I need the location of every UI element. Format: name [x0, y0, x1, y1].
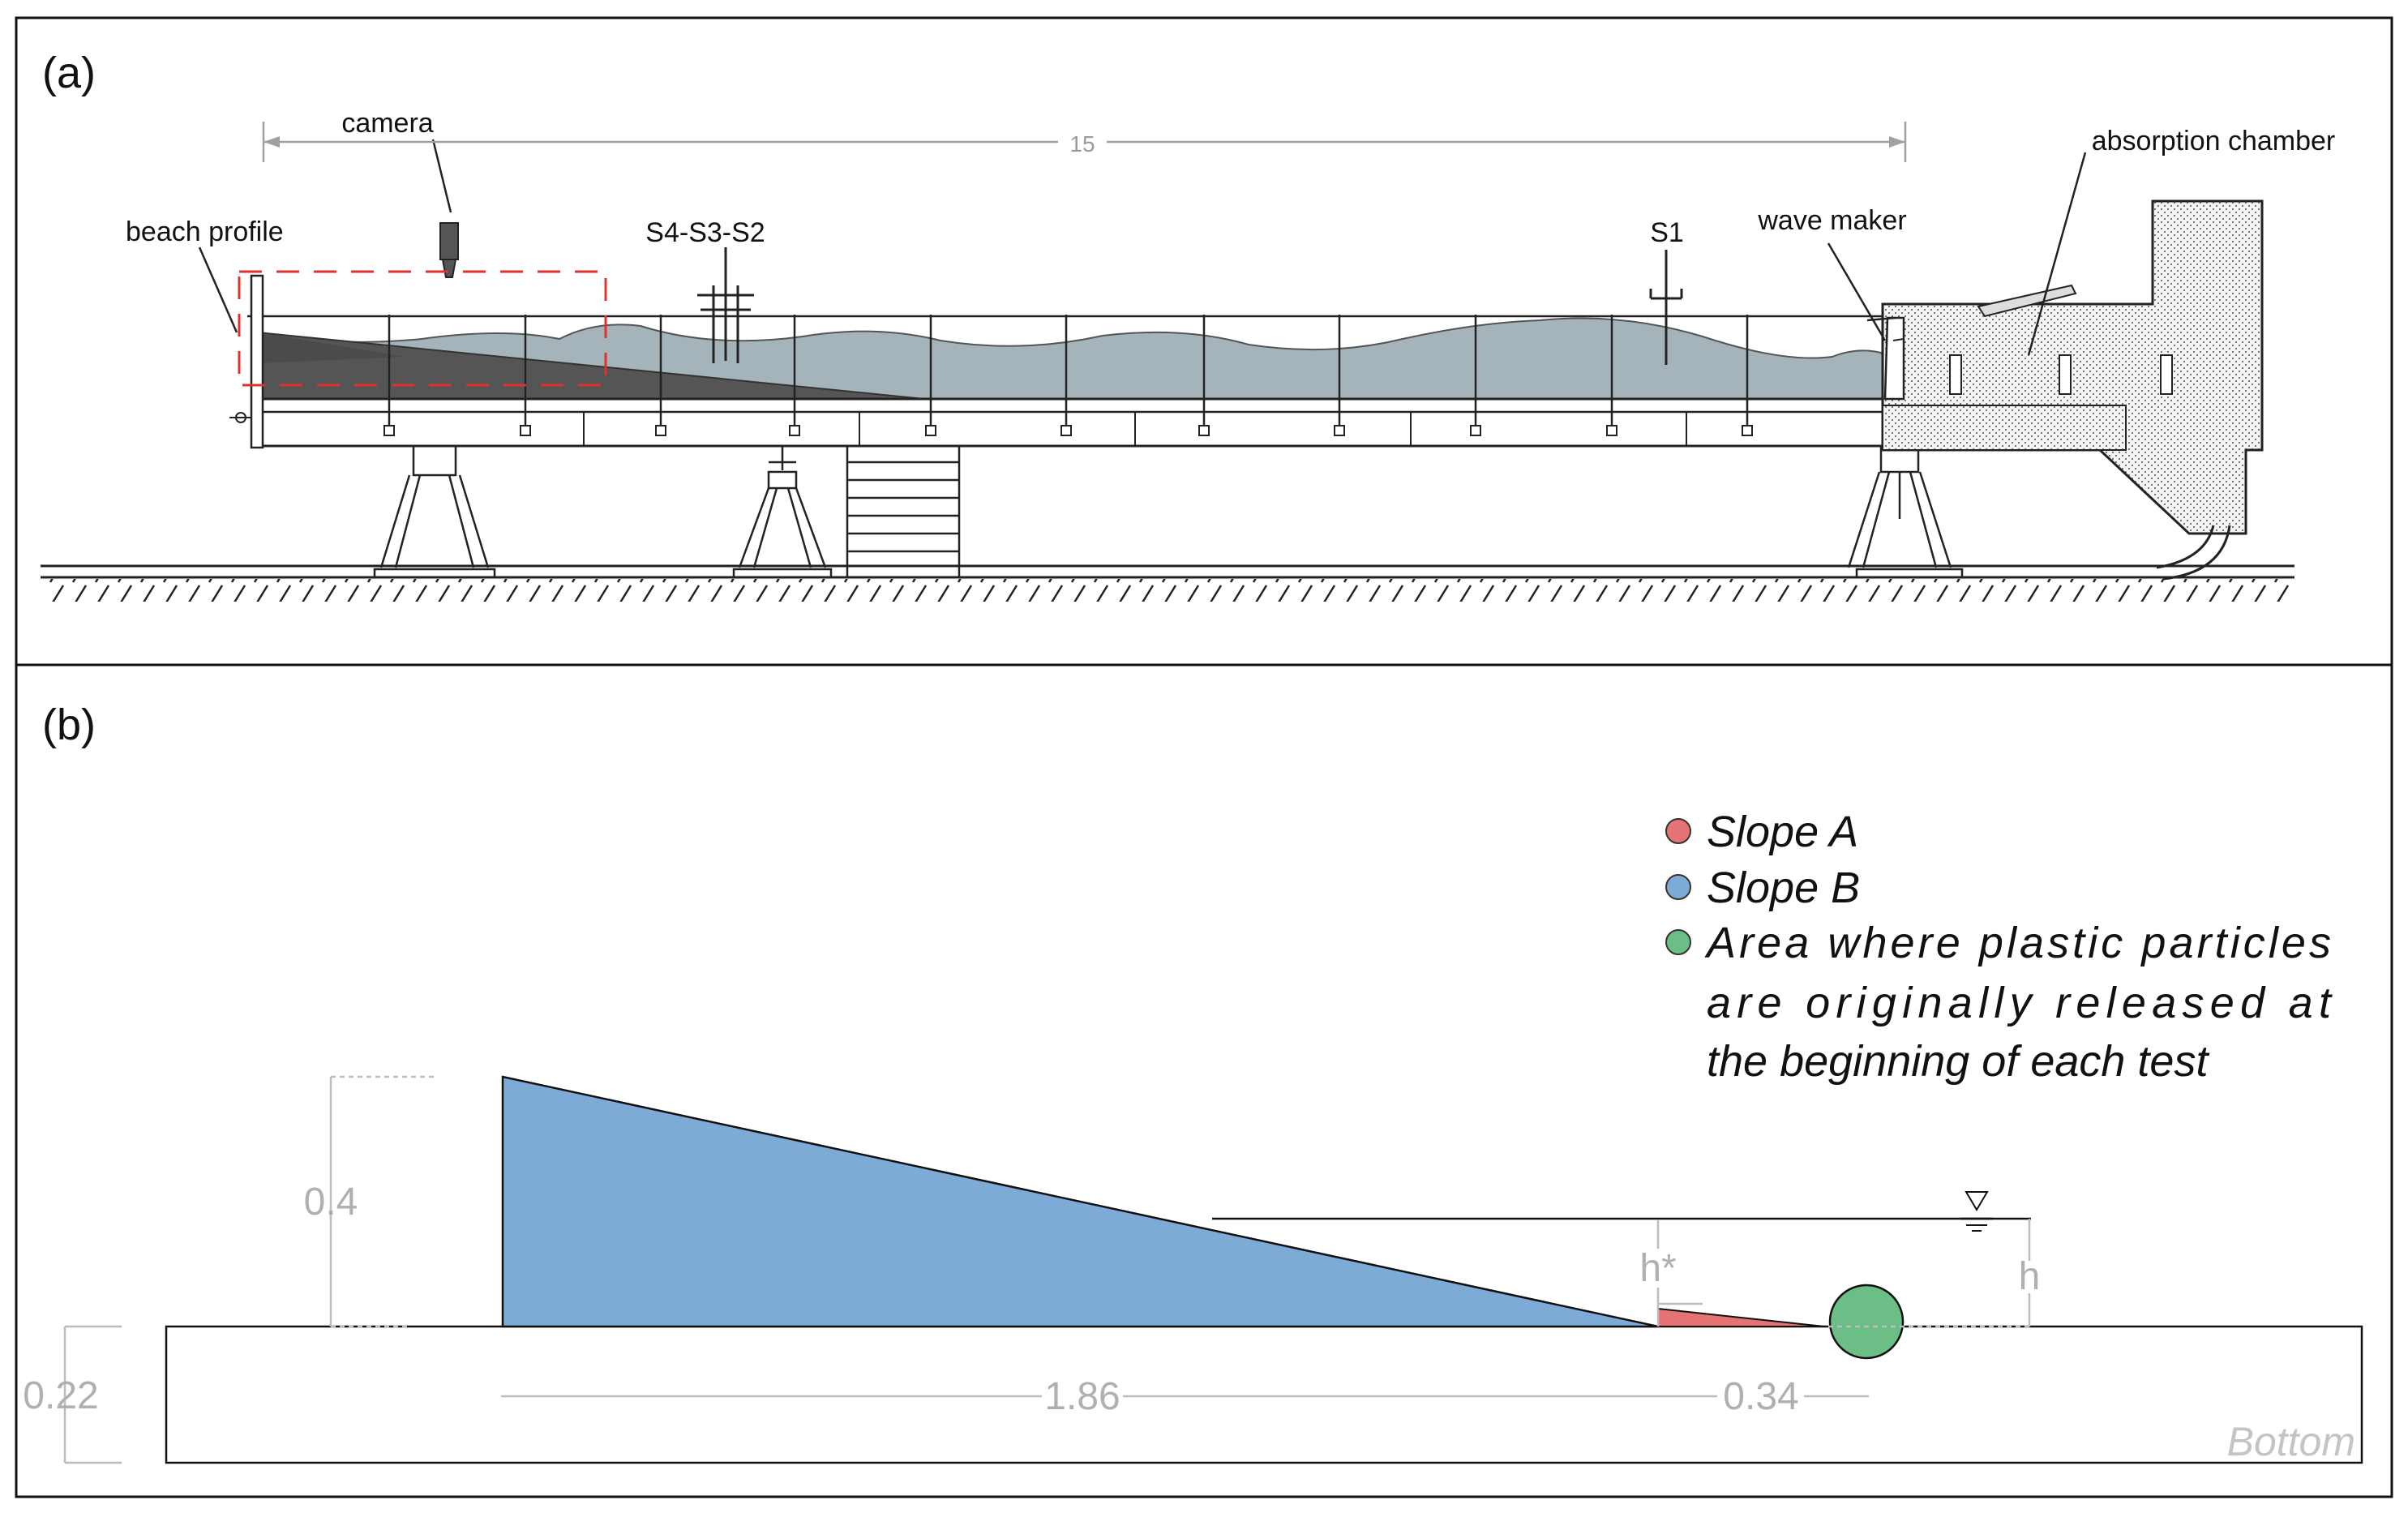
beach-end-wall: [250, 274, 264, 449]
ground-hatch: [42, 579, 2296, 602]
beach-cross-section: 0.4 0.22 1.86 0.34 h* h Bottom: [23, 1075, 2363, 1464]
absorption-chamber-label: absorption chamber: [2092, 126, 2336, 156]
absorption-chamber-leader: [2027, 152, 2087, 356]
beach-profile-leader: [198, 246, 238, 333]
slope-a-length-dimension: 0.34: [1723, 1375, 1798, 1418]
sensors-s4-s3-s2-label: S4-S3-S2: [645, 217, 765, 248]
length-dimension-label: 15: [1069, 131, 1095, 156]
beach-profile-label: beach profile: [126, 216, 284, 247]
legend-label-release-area-line3: the beginning of each test: [1707, 1037, 2209, 1086]
water-level-symbol: [1960, 1191, 1993, 1232]
slope-height-dimension: 0.4: [304, 1181, 358, 1224]
legend-label-slope-a: Slope A: [1707, 808, 1858, 856]
beach-upper: [258, 332, 405, 363]
legend-marker-release-area: [1665, 929, 1691, 955]
slope-a: [1657, 1307, 1825, 1327]
legend: Slope A Slope B Area where plastic parti…: [1665, 808, 2333, 1086]
h-star-dimension: h*: [1639, 1247, 1676, 1290]
legend-label-slope-b: Slope B: [1707, 864, 1860, 912]
access-stairs: [846, 444, 961, 579]
absorption-chamber: [1881, 199, 2264, 581]
legend-marker-slope-b: [1665, 874, 1691, 900]
wave-maker-leader: [1827, 242, 1887, 341]
sensor-s1-label: S1: [1650, 217, 1684, 248]
camera-field-of-view: [238, 270, 607, 387]
camera-device: [439, 222, 459, 278]
legend-label-release-area-line2: are originally released at: [1707, 979, 2333, 1027]
h-dimension: h: [2019, 1255, 2041, 1298]
dimension-lines: [63, 1075, 2031, 1464]
slope-b: [501, 1075, 1659, 1328]
bottom-thickness-dimension: 0.22: [23, 1374, 98, 1417]
legend-label-release-area: Area where plastic particles: [1704, 919, 2331, 967]
bottom-label: Bottom: [2227, 1419, 2355, 1464]
panel-a-label: (a): [42, 49, 96, 97]
flume-bottom: [165, 1325, 2363, 1464]
wave-maker-label: wave maker: [1757, 205, 1906, 236]
wave-maker-paddle: [1883, 316, 1905, 401]
slope-b-length-dimension: 1.86: [1044, 1375, 1120, 1418]
wave-flume: 15 camera beach profile S4-S3-S2 S1 wave…: [41, 108, 2335, 602]
sensors-s4-s3-s2: [697, 247, 754, 363]
particle-release-area: [1828, 1284, 1905, 1360]
legend-marker-slope-a: [1665, 818, 1691, 844]
panel-b-frame: [15, 663, 2393, 1498]
camera-leader: [431, 139, 452, 213]
panel-b-label: (b): [42, 701, 96, 749]
flume-supports: [373, 444, 1964, 579]
camera-label: camera: [341, 108, 433, 139]
flume-posts: [388, 315, 1749, 430]
sensor-s1: [1649, 250, 1683, 365]
